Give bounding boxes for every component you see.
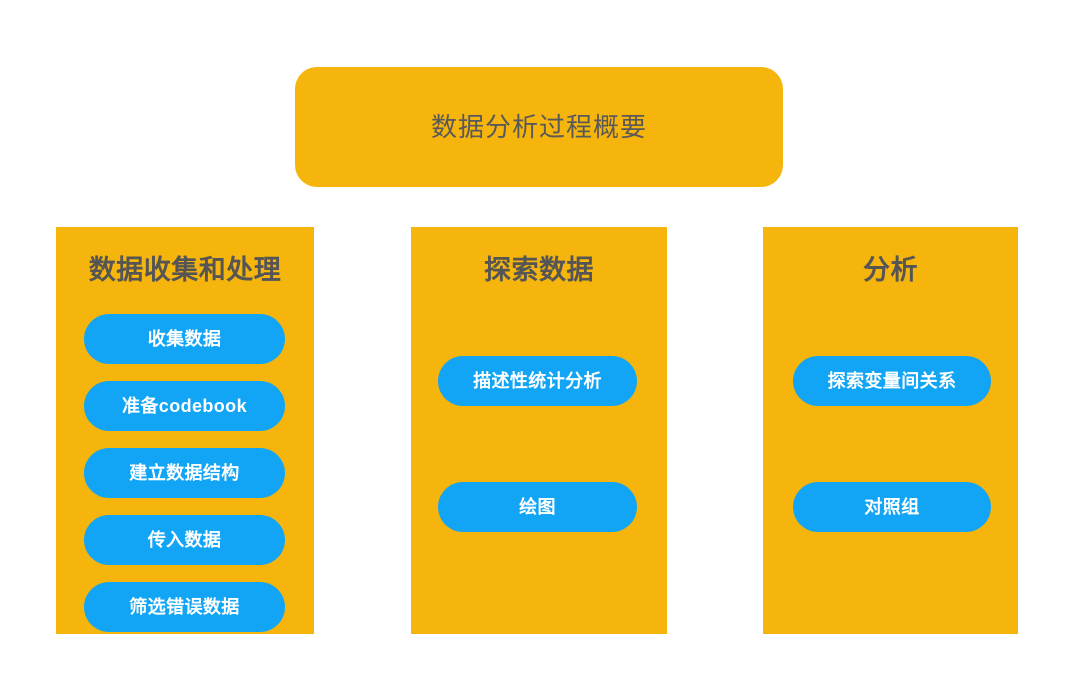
step-pill-label: 建立数据结构	[129, 463, 240, 483]
column-header-3: 分析	[863, 255, 918, 285]
step-pill-import-data[interactable]: 传入数据	[84, 515, 285, 565]
step-pill-prepare-codebook[interactable]: 准备codebook	[84, 381, 285, 431]
process-column-analysis: 分析 探索变量间关系 对照组	[763, 227, 1018, 634]
step-pill-label: 准备codebook	[121, 396, 247, 416]
step-pill-descriptive-statistics[interactable]: 描述性统计分析	[438, 356, 637, 406]
diagram-title-text: 数据分析过程概要	[430, 112, 647, 142]
step-pill-plotting[interactable]: 绘图	[438, 482, 637, 532]
step-pill-explore-variable-relations[interactable]: 探索变量间关系	[793, 356, 991, 406]
step-pill-build-data-structure[interactable]: 建立数据结构	[84, 448, 285, 498]
step-pill-label: 探索变量间关系	[827, 371, 957, 391]
step-pill-label: 对照组	[864, 497, 920, 517]
step-pill-label: 描述性统计分析	[473, 371, 602, 391]
column-header-1: 数据收集和处理	[88, 255, 282, 285]
step-pill-collect-data[interactable]: 收集数据	[84, 314, 285, 364]
step-pill-filter-error-data[interactable]: 筛选错误数据	[84, 582, 285, 632]
step-pill-label: 筛选错误数据	[129, 597, 240, 617]
process-column-data-collection: 数据收集和处理 收集数据 准备codebook 建立数据结构 传入数据 筛选错误…	[56, 227, 314, 634]
process-column-explore-data: 探索数据 描述性统计分析 绘图	[411, 227, 667, 634]
step-pill-label: 收集数据	[147, 329, 222, 349]
step-pill-label: 传入数据	[147, 530, 222, 550]
step-pill-control-group[interactable]: 对照组	[793, 482, 991, 532]
step-pill-label: 绘图	[519, 497, 556, 517]
column-header-2: 探索数据	[484, 255, 594, 285]
diagram-title-card: 数据分析过程概要	[295, 67, 783, 187]
